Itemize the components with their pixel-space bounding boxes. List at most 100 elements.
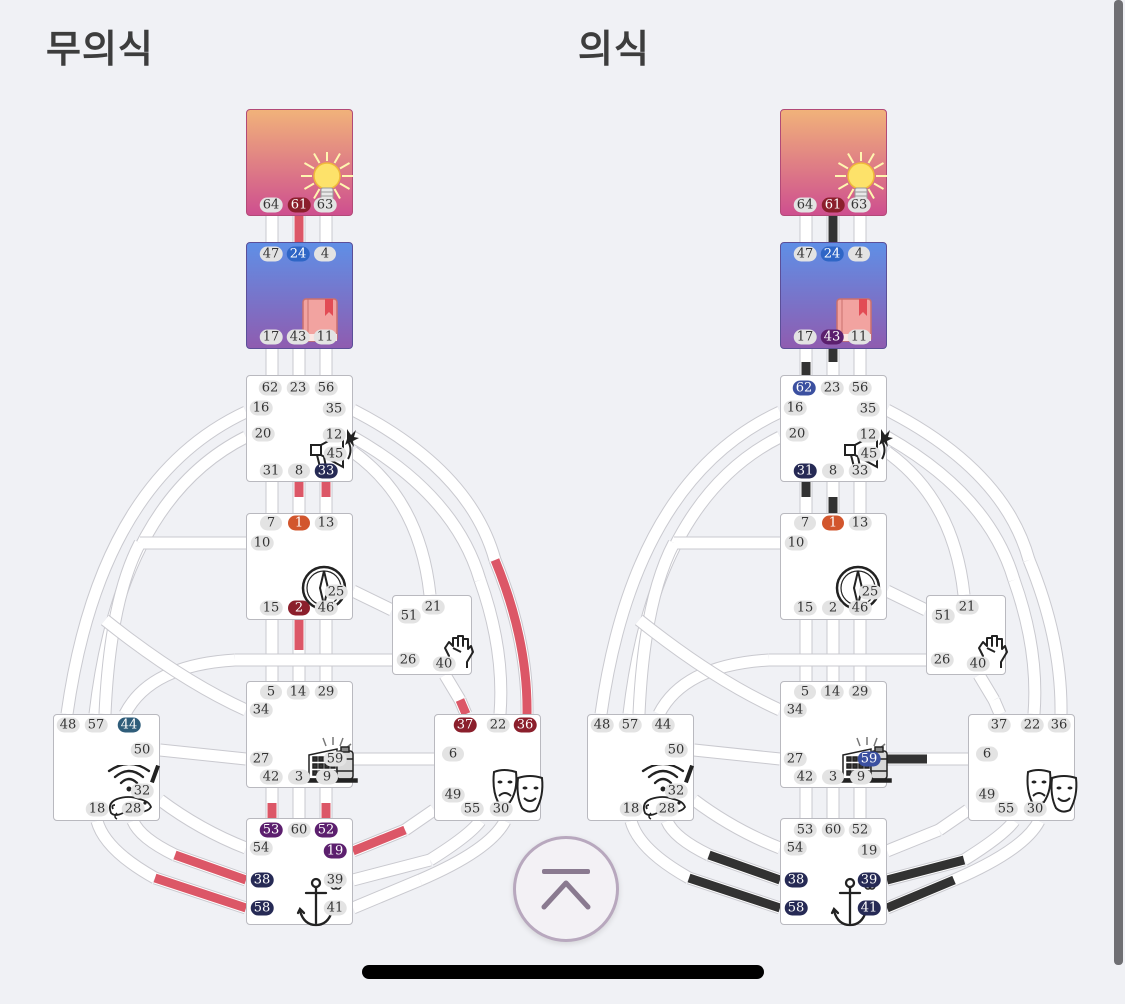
gate-33[interactable]: 33 [848, 463, 872, 479]
gate-38[interactable]: 38 [784, 872, 808, 888]
gate-59[interactable]: 59 [323, 751, 347, 767]
gate-45[interactable]: 45 [857, 446, 881, 462]
gate-20[interactable]: 20 [251, 426, 275, 442]
gate-58[interactable]: 58 [784, 900, 808, 916]
gate-9[interactable]: 9 [850, 769, 872, 785]
gate-16[interactable]: 16 [249, 400, 273, 416]
gate-23[interactable]: 23 [286, 380, 310, 396]
gate-56[interactable]: 56 [314, 380, 338, 396]
gate-36[interactable]: 36 [1047, 717, 1071, 733]
gate-54[interactable]: 54 [249, 840, 273, 856]
gate-21[interactable]: 21 [421, 599, 445, 615]
gate-37[interactable]: 37 [453, 717, 477, 733]
gate-41[interactable]: 41 [323, 900, 347, 916]
gate-40[interactable]: 40 [432, 656, 456, 672]
gate-54[interactable]: 54 [783, 840, 807, 856]
gate-42[interactable]: 42 [793, 769, 817, 785]
gate-28[interactable]: 28 [655, 801, 679, 817]
gate-39[interactable]: 39 [323, 872, 347, 888]
gate-38[interactable]: 38 [250, 872, 274, 888]
gate-58[interactable]: 58 [250, 900, 274, 916]
gate-24[interactable]: 24 [286, 246, 310, 262]
gate-29[interactable]: 29 [314, 684, 338, 700]
gate-4[interactable]: 4 [848, 246, 870, 262]
gate-57[interactable]: 57 [84, 717, 108, 733]
gate-2[interactable]: 2 [822, 600, 844, 616]
gate-47[interactable]: 47 [259, 246, 283, 262]
gate-8[interactable]: 8 [288, 463, 310, 479]
gate-12[interactable]: 12 [856, 427, 880, 443]
gate-1[interactable]: 1 [288, 515, 310, 531]
gate-25[interactable]: 25 [858, 584, 882, 600]
gate-12[interactable]: 12 [322, 427, 346, 443]
gate-10[interactable]: 10 [784, 535, 808, 551]
gate-44[interactable]: 44 [651, 717, 675, 733]
gate-43[interactable]: 43 [820, 329, 844, 345]
gate-15[interactable]: 15 [793, 600, 817, 616]
gate-15[interactable]: 15 [259, 600, 283, 616]
gate-47[interactable]: 47 [793, 246, 817, 262]
gate-31[interactable]: 31 [793, 463, 817, 479]
gate-48[interactable]: 48 [56, 717, 80, 733]
gate-4[interactable]: 4 [314, 246, 336, 262]
gate-3[interactable]: 3 [822, 769, 844, 785]
gate-26[interactable]: 26 [396, 652, 420, 668]
gate-52[interactable]: 52 [848, 822, 872, 838]
gate-24[interactable]: 24 [820, 246, 844, 262]
gate-61[interactable]: 61 [287, 197, 311, 213]
gate-50[interactable]: 50 [130, 742, 154, 758]
gate-9[interactable]: 9 [316, 769, 338, 785]
gate-51[interactable]: 51 [931, 608, 955, 624]
gate-59[interactable]: 59 [857, 751, 881, 767]
gate-49[interactable]: 49 [441, 787, 465, 803]
gate-55[interactable]: 55 [994, 801, 1018, 817]
gate-23[interactable]: 23 [820, 380, 844, 396]
gate-30[interactable]: 30 [1023, 801, 1047, 817]
gate-56[interactable]: 56 [848, 380, 872, 396]
gate-20[interactable]: 20 [785, 426, 809, 442]
gate-3[interactable]: 3 [288, 769, 310, 785]
gate-46[interactable]: 46 [314, 600, 338, 616]
gate-63[interactable]: 63 [847, 197, 871, 213]
gate-10[interactable]: 10 [250, 535, 274, 551]
gate-49[interactable]: 49 [975, 787, 999, 803]
gate-60[interactable]: 60 [821, 822, 845, 838]
gate-40[interactable]: 40 [966, 656, 990, 672]
gate-62[interactable]: 62 [258, 380, 282, 396]
gate-33[interactable]: 33 [314, 463, 338, 479]
gate-62[interactable]: 62 [792, 380, 816, 396]
scroll-to-top-button[interactable] [513, 836, 619, 942]
gate-21[interactable]: 21 [955, 599, 979, 615]
gate-64[interactable]: 64 [259, 197, 283, 213]
gate-22[interactable]: 22 [1020, 717, 1044, 733]
gate-13[interactable]: 13 [314, 515, 338, 531]
gate-27[interactable]: 27 [249, 751, 273, 767]
gate-29[interactable]: 29 [848, 684, 872, 700]
gate-22[interactable]: 22 [486, 717, 510, 733]
gate-53[interactable]: 53 [793, 822, 817, 838]
gate-55[interactable]: 55 [460, 801, 484, 817]
gate-42[interactable]: 42 [259, 769, 283, 785]
gate-41[interactable]: 41 [857, 900, 881, 916]
gate-26[interactable]: 26 [930, 652, 954, 668]
gate-46[interactable]: 46 [848, 600, 872, 616]
gate-7[interactable]: 7 [794, 515, 816, 531]
gate-18[interactable]: 18 [85, 801, 109, 817]
gate-32[interactable]: 32 [130, 783, 154, 799]
gate-5[interactable]: 5 [794, 684, 816, 700]
gate-32[interactable]: 32 [664, 783, 688, 799]
gate-19[interactable]: 19 [857, 843, 881, 859]
gate-1[interactable]: 1 [822, 515, 844, 531]
gate-5[interactable]: 5 [260, 684, 282, 700]
gate-7[interactable]: 7 [260, 515, 282, 531]
gate-64[interactable]: 64 [793, 197, 817, 213]
gate-30[interactable]: 30 [489, 801, 513, 817]
gate-2[interactable]: 2 [288, 600, 310, 616]
gate-48[interactable]: 48 [590, 717, 614, 733]
gate-43[interactable]: 43 [286, 329, 310, 345]
gate-57[interactable]: 57 [618, 717, 642, 733]
gate-45[interactable]: 45 [323, 446, 347, 462]
gate-51[interactable]: 51 [397, 608, 421, 624]
gate-6[interactable]: 6 [976, 746, 998, 762]
gate-25[interactable]: 25 [324, 584, 348, 600]
